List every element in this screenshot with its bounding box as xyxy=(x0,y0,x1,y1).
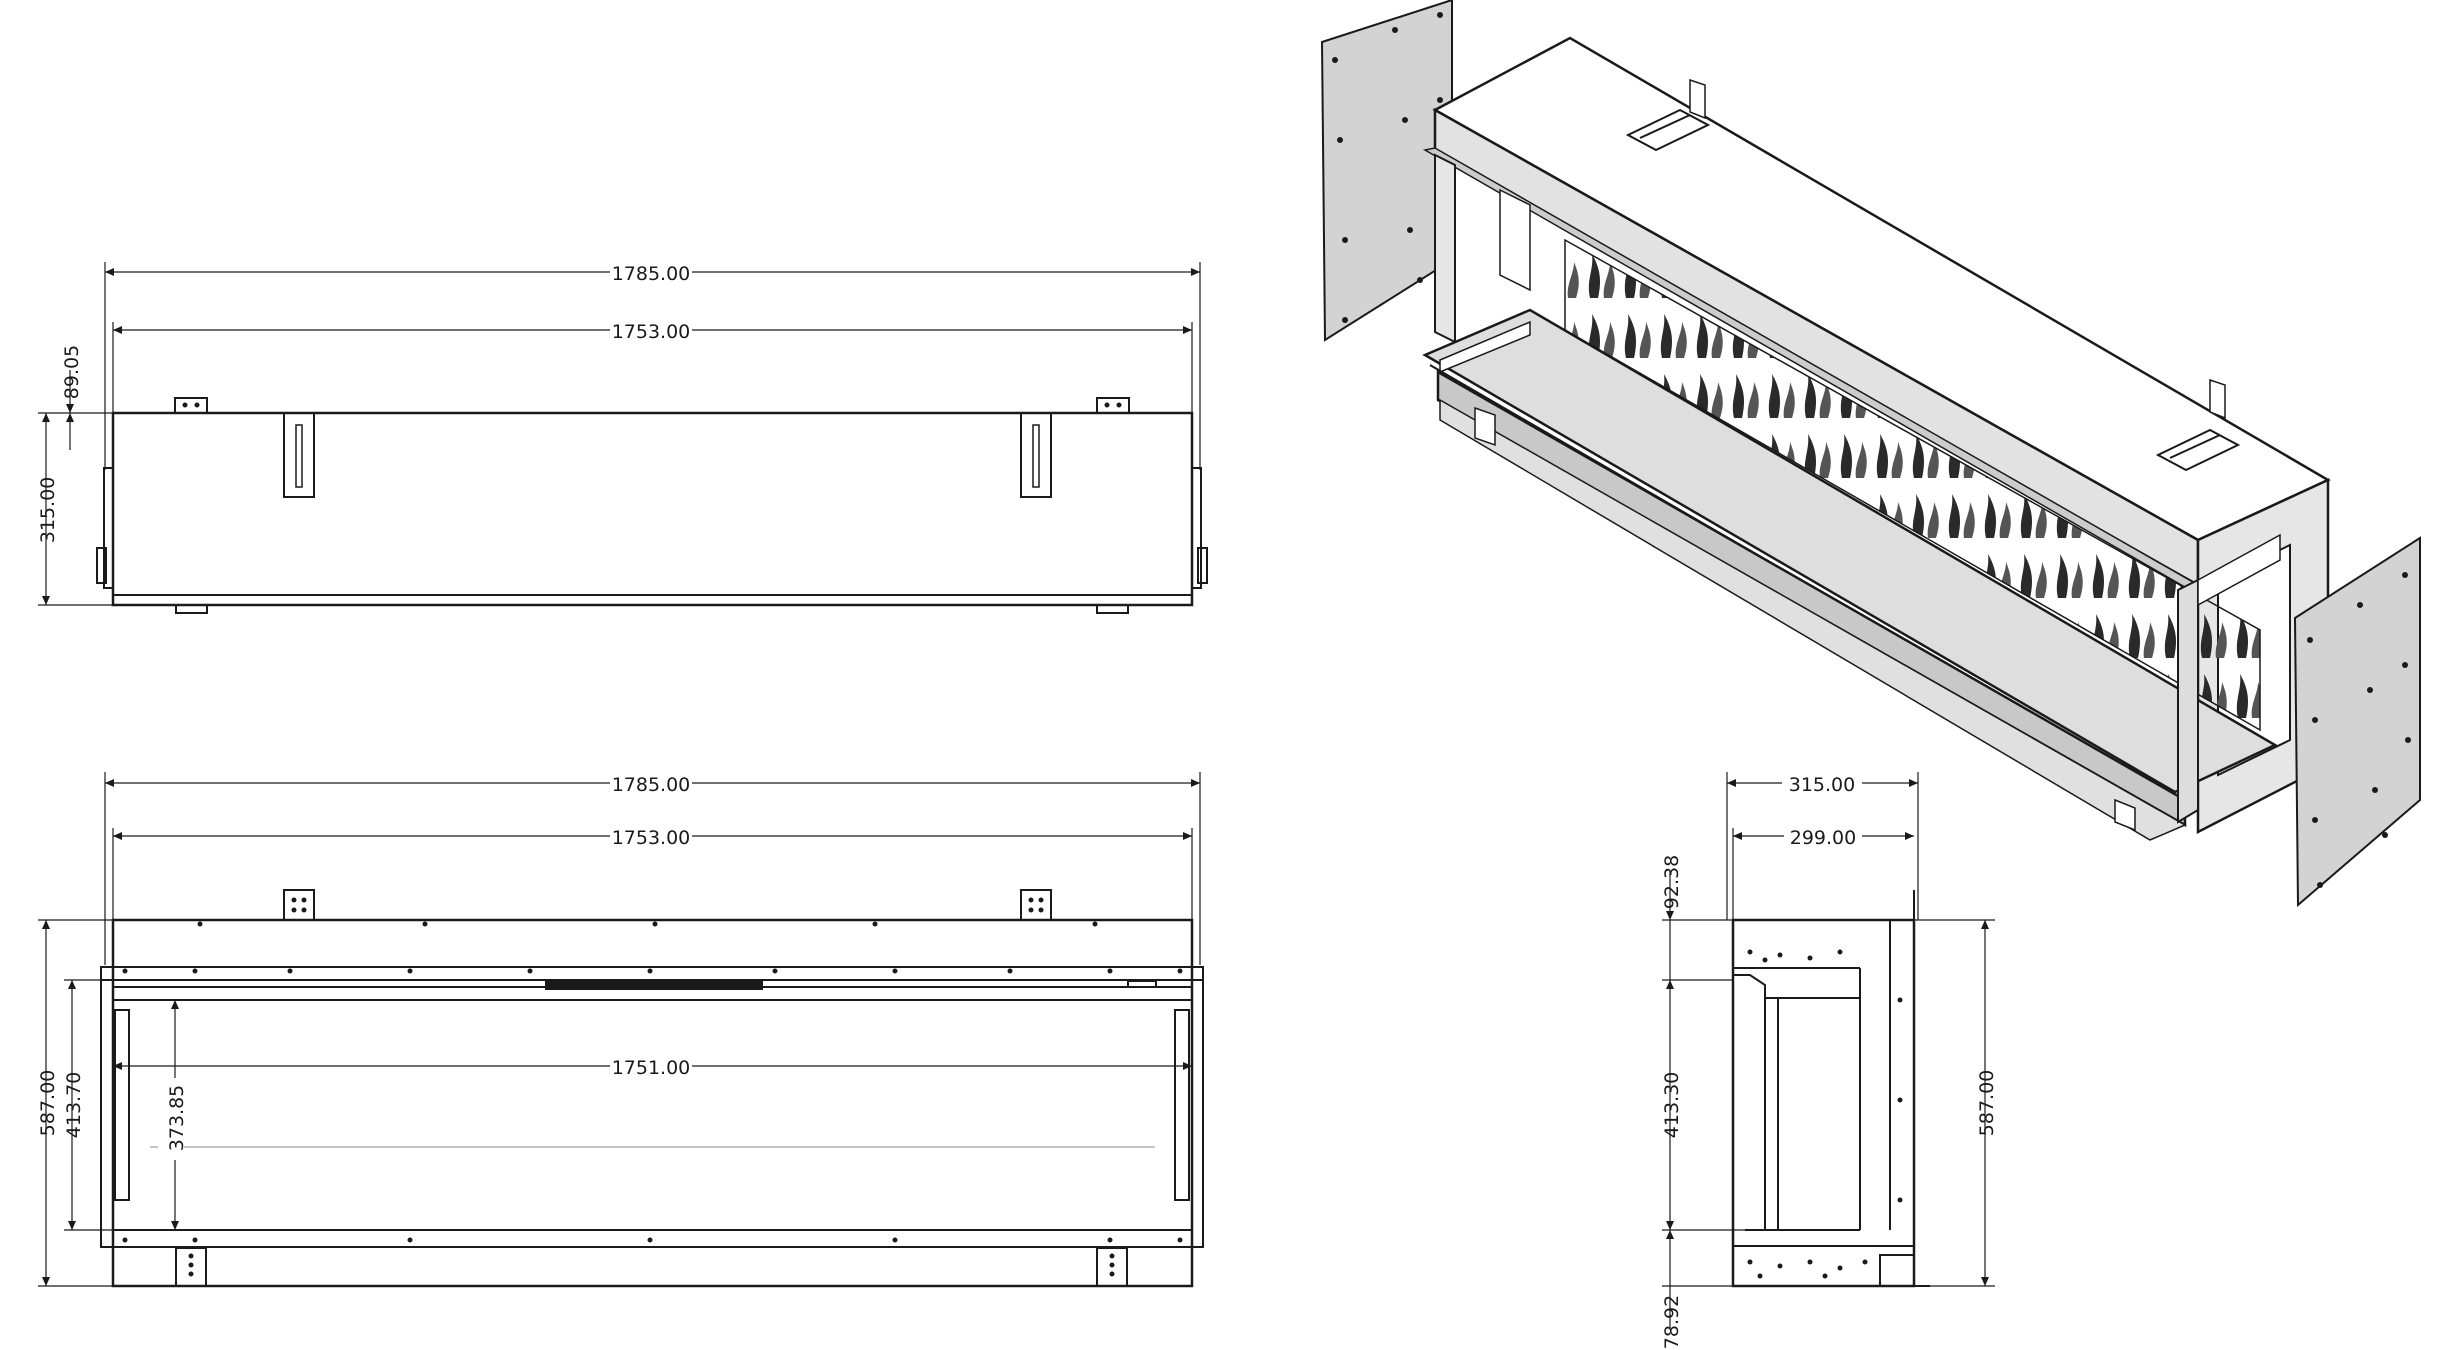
mounting-bracket xyxy=(1020,889,1052,921)
screw-holes xyxy=(1332,12,1443,323)
isometric-view xyxy=(1320,0,2421,908)
vent-slot xyxy=(283,412,315,498)
unit-side-outline xyxy=(1731,918,1916,1288)
screw-holes xyxy=(2307,572,2411,888)
side-view: 315.00 299.00 92.38 413.30 78.92 xyxy=(1661,769,1998,1349)
front-opening-height-label: 413.70 xyxy=(63,1072,85,1138)
screw-holes xyxy=(122,921,1183,1243)
top-inner-width-label: 1753.00 xyxy=(612,321,691,343)
front-view: 1785.00 1753.00 xyxy=(37,769,1204,1288)
side-opening-height-label: 413.30 xyxy=(1661,1072,1683,1138)
mounting-bracket xyxy=(174,397,208,414)
top-view: 1785.00 1753.00 315.00 89.05 xyxy=(37,258,1208,614)
front-inner-width-label: 1753.00 xyxy=(612,827,691,849)
side-top-section-label: 92.38 xyxy=(1661,855,1683,909)
top-overall-width-label: 1785.00 xyxy=(612,263,691,285)
foot-bracket xyxy=(1096,1247,1128,1287)
unit-front-outline xyxy=(111,918,1194,1288)
side-overall-height-label: 587.00 xyxy=(1976,1070,1998,1136)
screw-holes xyxy=(1747,949,1903,1279)
flame-effect-strip xyxy=(1564,238,2261,732)
top-bracket-height-label: 89.05 xyxy=(61,345,83,399)
front-overall-height-label: 587.00 xyxy=(37,1070,59,1136)
top-depth-label: 315.00 xyxy=(37,477,59,543)
side-inner-depth-label: 299.00 xyxy=(1790,827,1856,849)
mounting-bracket xyxy=(1096,397,1130,414)
side-bottom-section-label: 78.92 xyxy=(1661,1295,1683,1349)
fire-bed xyxy=(1422,308,2278,794)
right-side-panel xyxy=(2293,536,2421,908)
left-side-panel xyxy=(1320,0,1453,342)
unit-top-outline xyxy=(111,411,1194,607)
vent-slot xyxy=(1020,412,1052,498)
front-opening-width-label: 1751.00 xyxy=(612,1057,691,1079)
vent-bracket xyxy=(2155,428,2241,472)
vent-bracket xyxy=(1625,108,1711,152)
control-slot xyxy=(545,981,763,990)
front-overall-width-label: 1785.00 xyxy=(612,774,691,796)
front-glass-height-label: 373.85 xyxy=(166,1085,188,1151)
side-overall-depth-label: 315.00 xyxy=(1789,774,1855,796)
foot-bracket xyxy=(175,1247,207,1287)
mounting-bracket xyxy=(283,889,315,921)
